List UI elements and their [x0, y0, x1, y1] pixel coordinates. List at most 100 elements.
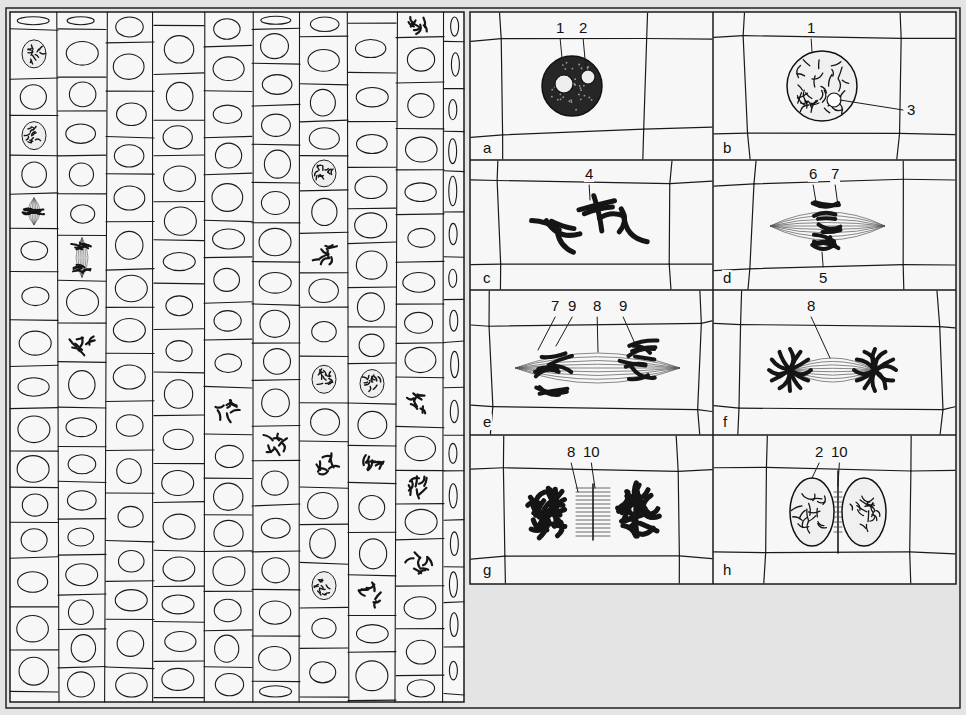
phragmoplast-fiber [834, 497, 842, 498]
stages-panel [470, 12, 956, 584]
nucleus [259, 228, 291, 255]
chromosome [821, 86, 827, 93]
leader-line [560, 39, 562, 58]
chromosome [629, 375, 648, 379]
chromosome [870, 517, 875, 521]
leader-line [623, 317, 636, 346]
cell-wall [58, 594, 106, 595]
cell-wall [444, 256, 464, 258]
chromosome [32, 61, 33, 64]
chromosome [367, 584, 375, 588]
nucleus [67, 288, 99, 315]
leader-line [813, 185, 816, 202]
nucleus [18, 416, 50, 443]
cell-wall [106, 449, 154, 451]
chromosome [802, 494, 812, 500]
chromosome [23, 212, 30, 214]
cell-wall [204, 136, 252, 137]
cell-wall [154, 201, 204, 202]
nucleus [356, 251, 387, 279]
chromatin-grain [578, 94, 580, 96]
nucleus [312, 322, 337, 342]
nucleus [66, 124, 96, 143]
callout-number: 6 [808, 166, 818, 182]
cell-wall [901, 38, 955, 39]
cell-wall [943, 407, 955, 410]
prophase-nucleus [312, 365, 336, 393]
nucleus [449, 661, 457, 680]
cell-wall [444, 470, 464, 471]
cell-wall [444, 566, 464, 567]
chromosome [542, 353, 566, 357]
chromatin-grain [575, 109, 577, 111]
cell-wall [396, 628, 444, 629]
cell-wall [58, 235, 106, 236]
cell-wall [10, 115, 58, 116]
cell-wall [10, 365, 58, 366]
chromosome [24, 212, 32, 215]
chromosome [318, 461, 320, 471]
nucleus [163, 126, 192, 149]
cell-wall [348, 362, 396, 364]
nucleus [162, 595, 194, 614]
cell-wall [903, 265, 905, 289]
cell-wall [900, 38, 902, 133]
cell-wall [252, 222, 300, 223]
cell-wall [444, 88, 464, 89]
nucleus [115, 231, 142, 259]
cell-wall [444, 694, 464, 695]
cell-wall [204, 302, 252, 303]
cell-wall [444, 131, 464, 132]
chromosome [798, 85, 803, 90]
nucleus [310, 529, 336, 558]
chromosome [24, 134, 30, 136]
nucleus [450, 310, 458, 331]
nucleus [214, 311, 241, 331]
callout-number: 8 [566, 444, 576, 460]
cell-wall [698, 410, 700, 434]
chromosome [325, 169, 328, 171]
cell-wall [741, 325, 940, 327]
nucleus [359, 495, 385, 519]
chromosome [809, 511, 820, 513]
nucleus [449, 139, 457, 164]
nucleus [403, 273, 435, 293]
spindle-fiber [770, 219, 885, 226]
chromosome [797, 96, 805, 106]
chromosome [814, 235, 834, 242]
cell-wall [396, 82, 444, 83]
chromosome [579, 201, 615, 210]
chromosome [268, 445, 271, 452]
nucleus [115, 590, 147, 611]
cell-wall [714, 551, 766, 553]
chromosome [363, 455, 365, 465]
chromosome [415, 552, 420, 557]
cell-wall [396, 503, 444, 504]
chromosome [802, 518, 806, 528]
nucleus [261, 34, 289, 59]
chromosome [811, 103, 819, 105]
cell-wall [900, 13, 901, 38]
chromosome [812, 244, 835, 249]
chromosome [323, 376, 327, 380]
nucleus [406, 137, 438, 162]
cell-wall [106, 353, 154, 354]
chromosome [328, 382, 332, 385]
nucleus [261, 16, 291, 24]
cell-wall [678, 470, 712, 472]
cell-wall [503, 129, 644, 135]
cell-wall [396, 261, 444, 263]
chromosome [803, 90, 807, 103]
cell-wall [252, 635, 300, 636]
cell-wall [154, 414, 204, 416]
callout-number: 8 [806, 298, 816, 314]
nucleus [311, 409, 340, 435]
chromosome [317, 165, 319, 170]
phragmoplast-fiber [834, 507, 842, 508]
chromosome [320, 254, 328, 258]
nucleus [259, 601, 290, 624]
cell-wall [714, 406, 739, 408]
chromatin-grain [591, 99, 593, 101]
nucleus [213, 557, 245, 586]
